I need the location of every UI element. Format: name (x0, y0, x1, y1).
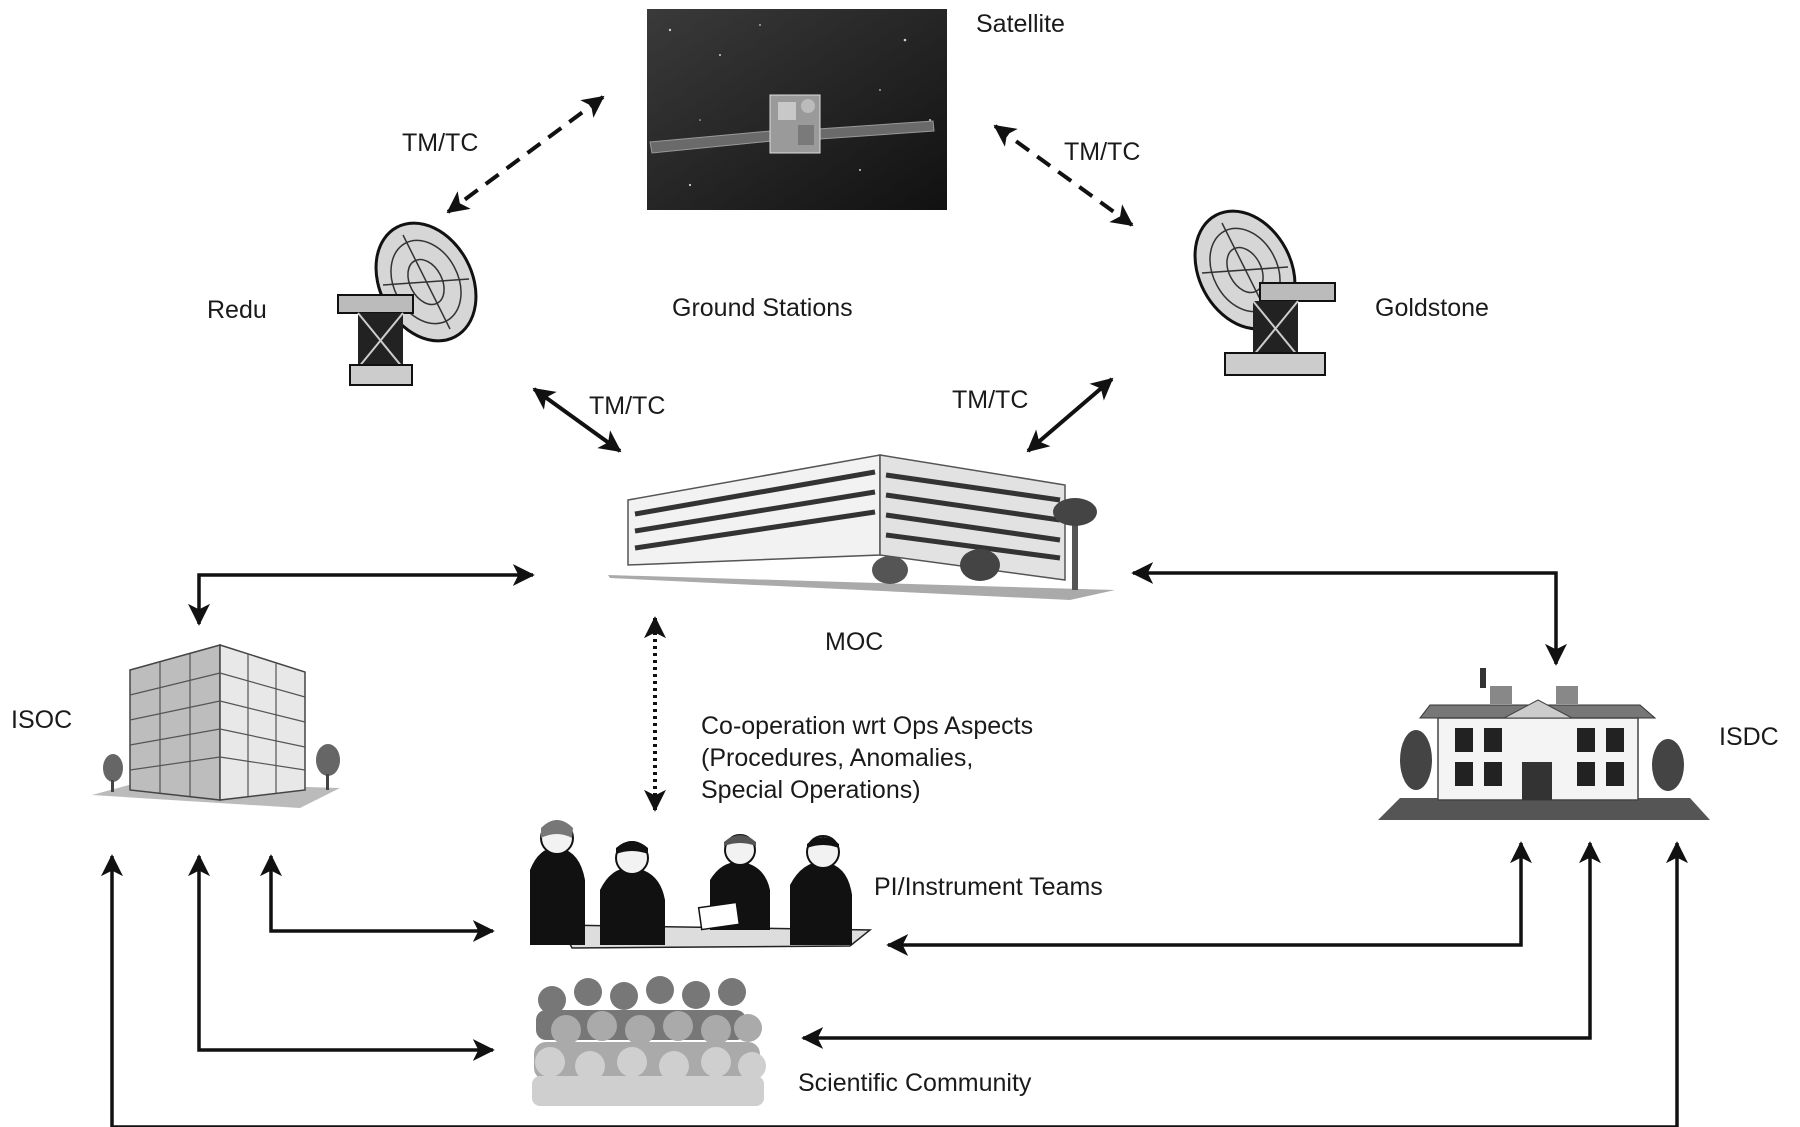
scientific-community-crowd-icon (532, 976, 766, 1106)
satellite-label: Satellite (976, 10, 1065, 38)
tmtc-goldstone-moc-arrow (1026, 377, 1114, 453)
pi-teams-label: PI/Instrument Teams (874, 873, 1103, 901)
cooperation-line-2: (Procedures, Anomalies, (701, 744, 974, 772)
tmtc-top-left-label: TM/TC (402, 129, 479, 157)
moc-isdc-arrow (1131, 562, 1567, 666)
cooperation-line-3: Special Operations) (701, 776, 921, 804)
isoc-label: ISOC (11, 706, 73, 734)
cooperation-line-1: Co-operation wrt Ops Aspects (701, 712, 1034, 740)
tmtc-top-right-label: TM/TC (1064, 138, 1141, 166)
redu-dish-icon (337, 221, 478, 386)
isoc-community-arrow (188, 854, 495, 1061)
goldstone-dish-icon (1193, 209, 1336, 376)
moc-isoc-arrow (188, 564, 535, 626)
cooperation-label: Co-operation wrt Ops Aspects (Procedures… (701, 710, 1033, 806)
isdc-community-arrow (801, 841, 1601, 1049)
isdc-label: ISDC (1719, 723, 1779, 751)
moc-building-icon (608, 454, 1115, 600)
redu-label: Redu (207, 296, 267, 324)
tmtc-mid-right-label: TM/TC (952, 386, 1029, 414)
satellite-photo (647, 9, 947, 210)
isoc-isdc-arrow (101, 841, 1688, 1127)
scientific-community-label: Scientific Community (798, 1069, 1032, 1097)
tmtc-mid-left-label: TM/TC (589, 392, 666, 420)
pi-teams-meeting-icon (530, 820, 873, 949)
tmtc-satellite-redu-arrow (446, 95, 605, 214)
ground-stations-label: Ground Stations (672, 294, 853, 322)
isdc-mansion-icon (1378, 668, 1710, 820)
tmtc-satellite-goldstone-arrow (993, 124, 1134, 227)
goldstone-label: Goldstone (1375, 294, 1489, 322)
isoc-building-icon (92, 643, 340, 808)
moc-label: MOC (825, 628, 884, 656)
isoc-pi-arrow (260, 854, 495, 942)
tmtc-redu-moc-arrow (532, 387, 622, 453)
